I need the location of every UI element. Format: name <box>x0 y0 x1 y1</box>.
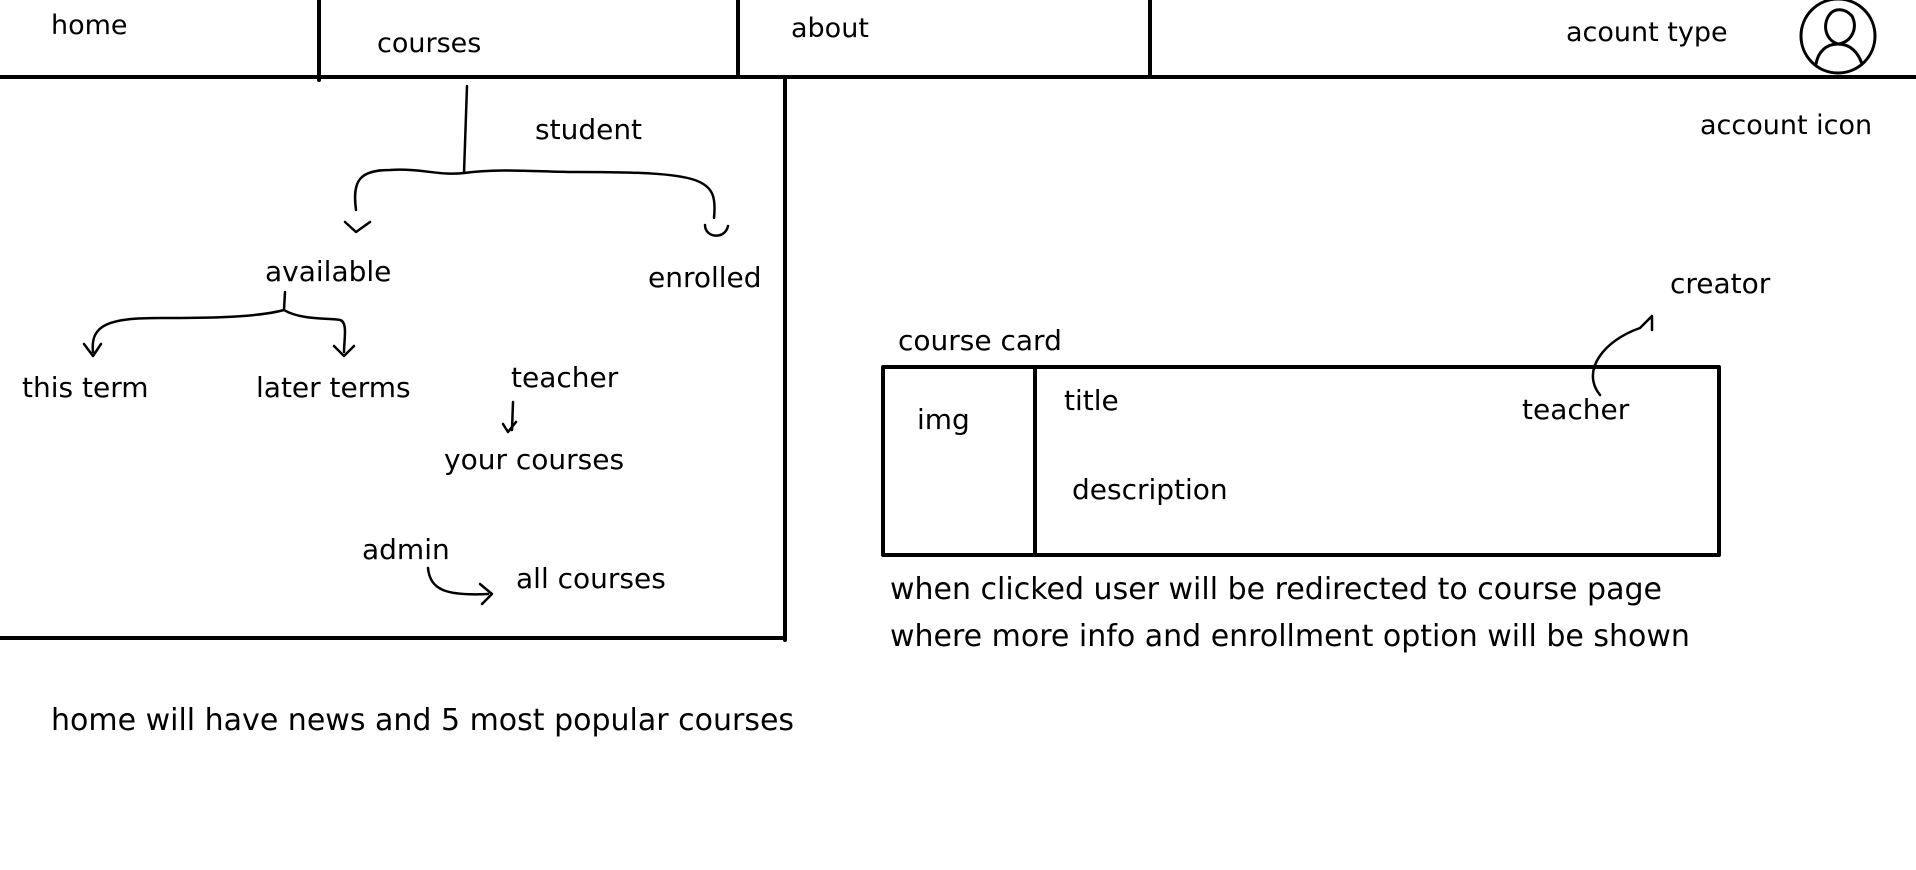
menu-all-courses[interactable]: all courses <box>516 562 666 595</box>
arrow-enrolled <box>703 223 730 237</box>
menu-teacher-heading: teacher <box>511 361 619 394</box>
arrow-all-courses <box>478 582 494 606</box>
user-avatar-icon <box>1799 0 1877 75</box>
course-card-img: img <box>917 403 970 436</box>
account-avatar-button[interactable] <box>1798 0 1878 76</box>
nav-home-label: home <box>51 10 128 41</box>
menu-your-courses[interactable]: your courses <box>444 443 625 476</box>
available-brace-right <box>282 308 347 354</box>
nav-home[interactable]: home <box>0 0 318 76</box>
home-note: home will have news and 5 most popular c… <box>51 703 795 738</box>
student-brace <box>353 168 716 220</box>
available-brace-left <box>91 290 287 354</box>
creator-pointer <box>1591 314 1654 397</box>
nav-courses-label: courses <box>377 28 482 59</box>
arrow-available <box>343 220 372 234</box>
nav-about[interactable]: about <box>739 0 1149 76</box>
menu-admin-heading: admin <box>362 533 450 566</box>
account-type-label: acount type <box>1566 17 1728 48</box>
menu-available[interactable]: available <box>265 255 392 288</box>
account-icon-note: account icon <box>1700 110 1873 141</box>
course-card-title: title <box>1064 384 1119 417</box>
creator-note: creator <box>1670 267 1771 300</box>
course-card-teacher: teacher <box>1522 393 1630 426</box>
menu-enrolled[interactable]: enrolled <box>648 261 762 294</box>
nav-about-label: about <box>791 13 869 44</box>
courses-stem <box>462 84 469 175</box>
course-card-caption: course card <box>898 324 1062 357</box>
menu-student-heading: student <box>535 113 643 146</box>
arrow-your-courses <box>501 420 518 434</box>
arrow-this-term <box>82 342 103 358</box>
course-card-outline <box>881 365 1721 557</box>
menu-later-terms[interactable]: later terms <box>256 371 411 404</box>
card-click-note-line2: where more info and enrollment option wi… <box>890 619 1690 654</box>
card-click-note-line1: when clicked user will be redirected to … <box>890 572 1662 607</box>
course-card-description: description <box>1072 473 1228 506</box>
admin-connector <box>426 566 490 596</box>
menu-this-term[interactable]: this term <box>22 371 149 404</box>
arrow-later-terms <box>332 344 356 358</box>
nav-courses[interactable]: courses <box>320 0 737 76</box>
